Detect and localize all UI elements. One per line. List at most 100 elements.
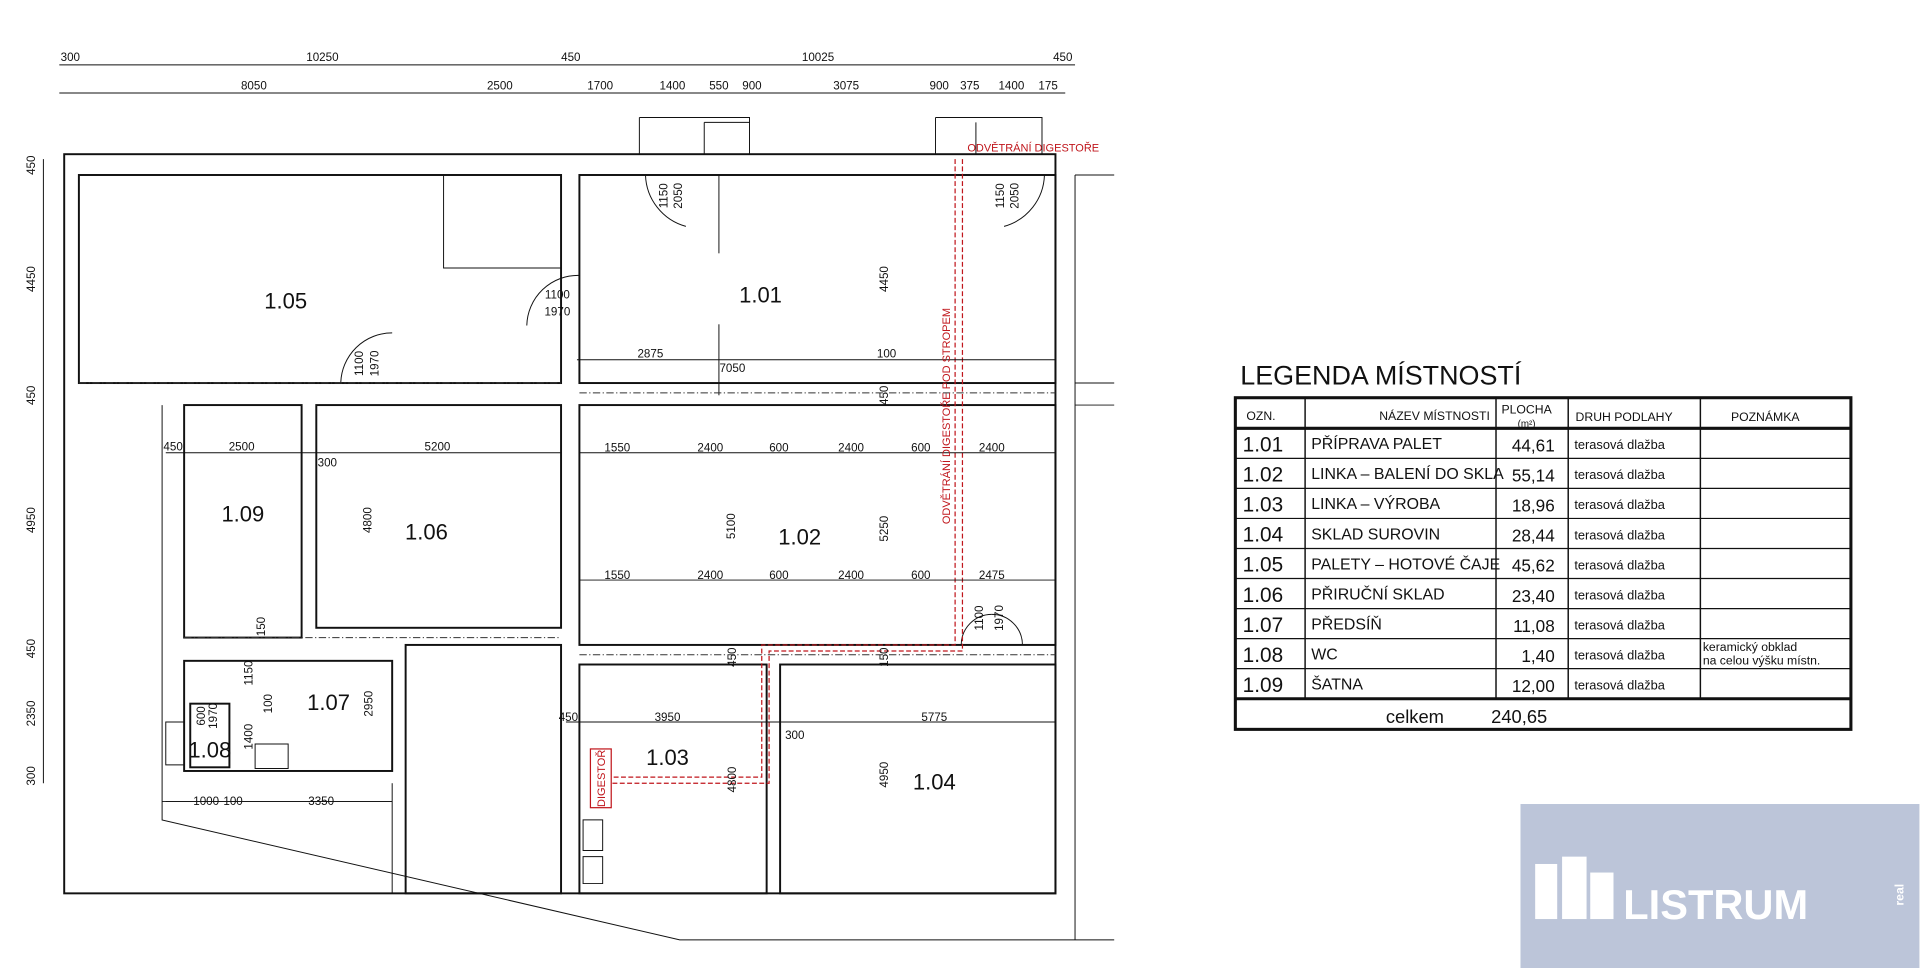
dimension-label: 600 (769, 569, 788, 582)
dimension-label: 450 (25, 386, 38, 405)
dimension-label: 10025 (802, 51, 834, 64)
dimension-label: 375 (960, 79, 979, 92)
room-name: PŘEDSÍŇ (1311, 614, 1382, 633)
header-name: NÁZEV MÍSTNOSTI (1379, 408, 1490, 423)
room-area: 44,61 (1512, 436, 1555, 456)
room-name: PALETY – HOTOVÉ ČAJE (1311, 554, 1500, 573)
room-area: 45,62 (1512, 556, 1555, 576)
dimension-label: 5200 (425, 440, 451, 453)
dimension-label: 1550 (604, 569, 630, 582)
room-area: 28,44 (1512, 526, 1555, 546)
dimension-label: 1100 (973, 606, 986, 631)
dimension-label: 1400 (243, 724, 256, 750)
legend-title: LEGENDA MÍSTNOSTÍ (1240, 360, 1522, 390)
dimension-label: 2400 (838, 442, 864, 455)
dimension-label: 1970 (993, 605, 1006, 631)
total-label: celkem (1386, 706, 1444, 727)
dimension-label: 2875 (637, 347, 663, 360)
dimension-label: 900 (930, 79, 949, 92)
dimension-label: 150 (878, 647, 891, 666)
room-name: SKLAD SUROVIN (1311, 526, 1440, 543)
room-code: 1.04 (1243, 524, 1283, 547)
dimension-label: 5775 (921, 711, 947, 724)
dimension-label: 450 (163, 440, 182, 453)
dimension-label: 450 (1053, 51, 1072, 64)
room-code: 1.05 (1243, 554, 1283, 577)
room-area: 18,96 (1512, 496, 1555, 516)
room-label: 1.05 (264, 288, 307, 313)
floor-type: terasová dlažba (1574, 647, 1665, 662)
room-code: 1.09 (1243, 674, 1283, 697)
room-area: 1,40 (1521, 646, 1554, 666)
dimension-label: 2500 (229, 440, 255, 453)
walls (42, 64, 1115, 941)
dimension-label: 8050 (241, 79, 267, 92)
room-label: 1.06 (405, 520, 448, 545)
dimension-label: 3075 (833, 79, 859, 92)
room-note: keramický obklad (1703, 640, 1798, 654)
dimension-label: 300 (61, 51, 80, 64)
room-name: ŠATNA (1311, 674, 1363, 693)
logo-subtext: real (1893, 884, 1907, 906)
floor-type: terasová dlažba (1574, 677, 1665, 692)
floor-type: terasová dlažba (1574, 497, 1665, 512)
room-label: 1.08 (188, 738, 231, 763)
dimension-label: 1100 (545, 289, 570, 302)
dimension-label: 1700 (587, 79, 613, 92)
dimension-label: 450 (878, 386, 891, 405)
room-code: 1.08 (1243, 644, 1283, 667)
room-name: PŘIRUČNÍ SKLAD (1311, 584, 1444, 603)
room-area: 12,00 (1512, 676, 1555, 696)
dimension-label: 600 (911, 442, 930, 455)
room-name: LINKA – VÝROBA (1311, 494, 1440, 513)
vent-label: ODVĚTRÁNÍ DIGESTOŘE (967, 142, 1099, 155)
dimension-label: 4950 (878, 762, 891, 788)
legend-row: 1.09 ŠATNA 12,00 terasová dlažba (1243, 674, 1666, 697)
room-label: 1.02 (778, 525, 821, 550)
hood-box (589, 748, 612, 809)
room-note-line2: na celou výšku místn. (1703, 653, 1821, 667)
dimension-label: 550 (709, 79, 728, 92)
room-name: WC (1311, 646, 1337, 663)
dimension-label: 100 (262, 694, 275, 713)
legend-row: 1.08 WC 1,40 terasová dlažba keramický obkla… (1243, 640, 1821, 667)
header-floor: DRUH PODLAHY (1576, 410, 1673, 424)
dimension-label: 600 (911, 569, 930, 582)
dimension-label: 4950 (25, 507, 38, 533)
dimension-label: 300 (25, 766, 38, 785)
dimension-label: 2350 (25, 701, 38, 727)
dimension-label: 2500 (487, 79, 513, 92)
room-area: 55,14 (1512, 466, 1555, 486)
dimension-label: 4800 (726, 767, 739, 793)
dimension-label: 2050 (1009, 183, 1022, 209)
dimension-label: 450 (559, 711, 578, 724)
dimension-label: 1970 (207, 703, 220, 729)
vent-ceiling-label: ODVĚTRÁNÍ DIGESTOŘE POD STROPEM (940, 308, 953, 524)
room-name: LINKA – BALENÍ DO SKLA (1311, 464, 1504, 483)
dimension-label: 100 (877, 347, 896, 360)
dimension-label: 1000 (193, 795, 219, 808)
dimension-label: 5250 (878, 516, 891, 542)
dimension-label: 5100 (725, 513, 738, 539)
dimension-label: 7050 (719, 362, 745, 375)
header-area: PLOCHA (1501, 403, 1552, 417)
dimension-label: 300 (318, 456, 337, 469)
dimension-label: 450 (25, 639, 38, 658)
dimension-label: 600 (195, 706, 208, 725)
dimension-label: 1550 (604, 442, 630, 455)
dimension-label: 300 (785, 729, 804, 742)
listrum-logo: LISTRUM real (1520, 804, 1920, 968)
dimension-label: 2400 (979, 442, 1005, 455)
dimension-label: 100 (223, 795, 242, 808)
room-code: 1.01 (1243, 434, 1283, 457)
dimension-label: 450 (561, 51, 580, 64)
dimension-label: 900 (742, 79, 761, 92)
room-label: 1.03 (646, 745, 689, 770)
room-code: 1.07 (1243, 614, 1283, 637)
